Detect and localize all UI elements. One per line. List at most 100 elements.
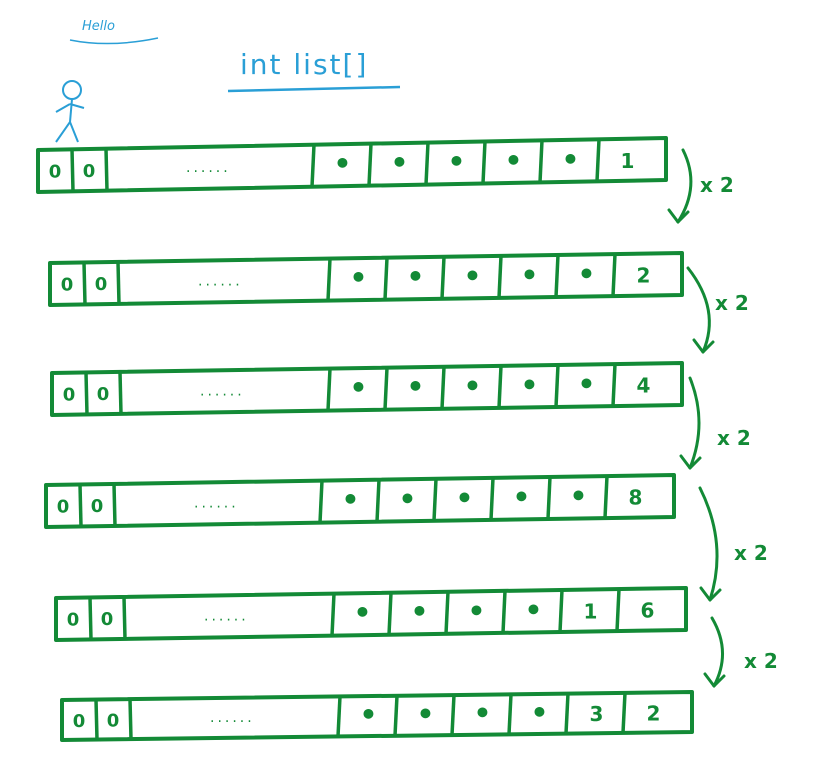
cell-divider: [440, 256, 446, 299]
cell-value: •: [350, 261, 368, 294]
cell-value: •: [391, 146, 409, 179]
cell-divider: [336, 696, 342, 737]
cell-divider: [118, 371, 123, 414]
cell-value: •: [417, 697, 435, 730]
array-outline: [60, 690, 694, 742]
cell-divider: [611, 253, 617, 297]
cell-divider: [615, 588, 621, 632]
arrow-head-icon: [692, 338, 715, 354]
cell-value: 0: [97, 384, 110, 405]
ellipsis-text: ......: [194, 496, 239, 512]
cell-value: •: [350, 371, 368, 404]
cell-divider: [82, 262, 87, 305]
cell-value: 8: [629, 486, 643, 510]
cell-value: •: [354, 596, 372, 629]
cell-value: 0: [67, 610, 80, 631]
double-arrow: x 2: [686, 266, 749, 354]
cell-divider: [383, 367, 389, 410]
array-outline: [48, 251, 684, 307]
ellipsis-text: ......: [200, 384, 245, 400]
arrow-head-icon: [703, 672, 726, 688]
cell-value: •: [468, 594, 486, 627]
arrow-curve: [686, 266, 711, 354]
title-underline: [227, 85, 401, 93]
cell-value: 1: [621, 149, 635, 173]
arrow-curve: [688, 376, 701, 470]
greeting-text: Hello: [82, 19, 115, 34]
cell-divider: [497, 365, 503, 408]
cell-value: •: [456, 481, 474, 514]
cell-divider: [367, 143, 373, 186]
double-arrow: x 2: [667, 148, 734, 224]
cell-divider: [444, 591, 450, 634]
cell-value: •: [570, 480, 588, 513]
cell-divider: [603, 475, 609, 519]
cell-divider: [554, 364, 560, 408]
cell-value: 0: [107, 710, 120, 731]
cell-value: 0: [57, 497, 70, 518]
cell-divider: [78, 484, 83, 527]
cell-divider: [489, 477, 495, 520]
cell-divider: [326, 368, 332, 411]
cell-value: •: [474, 697, 492, 730]
double-arrow: x 2: [703, 616, 778, 688]
cell-value: •: [464, 259, 482, 292]
double-arrow: x 2: [698, 486, 768, 602]
cell-divider: [116, 261, 121, 304]
cell-divider: [554, 254, 560, 298]
cell-divider: [546, 476, 552, 520]
arrow-head-icon: [679, 454, 702, 470]
cell-value: 2: [637, 264, 651, 288]
cell-value: •: [411, 595, 429, 628]
cell-divider: [611, 363, 617, 407]
cell-divider: [330, 593, 336, 636]
cell-value: 0: [73, 711, 86, 732]
cell-value: •: [334, 147, 352, 180]
cell-value: 6: [641, 599, 655, 623]
cell-divider: [432, 478, 438, 521]
arrows-layer: x 2 x 2 x 2 x 2 x 2: [667, 148, 778, 688]
ellipsis-text: ......: [186, 160, 231, 176]
cell-value: •: [407, 370, 425, 403]
arrow-head-icon: [667, 208, 690, 224]
cell-divider: [70, 149, 75, 192]
cell-divider: [481, 141, 487, 184]
cell-divider: [440, 366, 446, 409]
cell-divider: [326, 258, 332, 301]
cell-divider: [104, 148, 109, 191]
cell-divider: [424, 142, 430, 185]
cell-divider: [393, 695, 399, 736]
cell-value: •: [464, 369, 482, 402]
cell-value: •: [505, 144, 523, 177]
arrow-curve: [676, 148, 693, 224]
array-outline: [50, 361, 684, 417]
cell-divider: [88, 597, 93, 640]
cell-value: •: [342, 483, 360, 516]
cell-divider: [84, 372, 89, 415]
cell-divider: [310, 144, 316, 187]
cell-value: 4: [637, 374, 651, 398]
cell-value: 0: [95, 274, 108, 295]
multiplier-label: x 2: [715, 291, 749, 315]
cell-divider: [112, 483, 117, 526]
cell-divider: [538, 140, 544, 183]
cell-divider: [94, 699, 99, 740]
multiplier-label: x 2: [700, 173, 734, 197]
array-outline: [36, 136, 668, 194]
double-arrow: x 2: [679, 376, 751, 470]
cell-divider: [375, 479, 381, 522]
multiplier-label: x 2: [744, 649, 778, 673]
cell-divider: [564, 693, 570, 734]
cell-divider: [507, 694, 513, 735]
multiplier-label: x 2: [734, 541, 768, 565]
title-text: int list[]: [240, 48, 368, 81]
cell-value: •: [513, 480, 531, 513]
cell-value: •: [578, 258, 596, 291]
arrow-curve: [698, 486, 719, 602]
cell-value: 0: [63, 385, 76, 406]
cell-value: 0: [83, 161, 96, 182]
